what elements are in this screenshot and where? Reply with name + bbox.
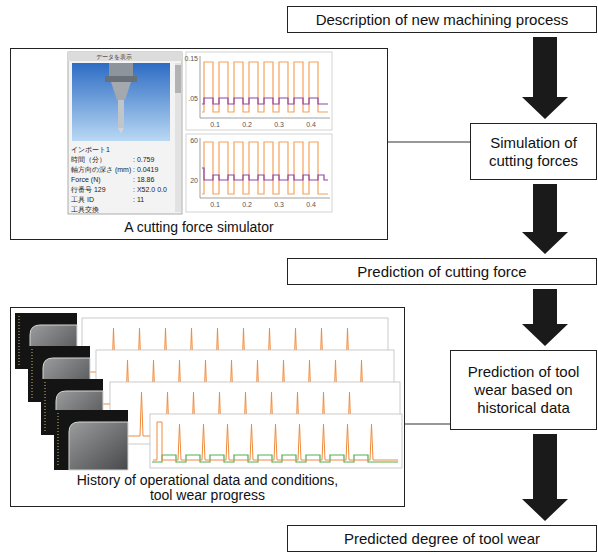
history-panel: History of operational data and conditio… [10,307,405,507]
screen-text: : 11 [133,195,144,204]
process-box: Description of new machining process [287,6,597,33]
axis-tick: 0.1 [210,120,220,129]
chart-frame [186,52,332,130]
tool-edge [69,422,128,470]
axis-tick: 0.2 [242,200,252,209]
flow-arrow [522,184,568,254]
tool-flange [105,76,137,82]
condition-trace [152,455,398,462]
axis-tick: 0.15 [184,54,198,63]
force-trace [202,62,328,112]
wear-photo [54,410,128,470]
screen-text: データを表示 [96,53,132,61]
process-box: Predicted degree of tool wear [287,525,597,552]
screen-text: : 0.759 [133,155,154,164]
chart-frame [186,134,332,212]
box-text: Prediction of cutting force [357,263,526,281]
process-box: Prediction of tool wear based on histori… [450,350,597,430]
panel-caption: History of operational data and conditio… [70,473,345,503]
screen-text: : X52.0 0.0 [133,185,167,194]
history-chart [150,414,402,468]
force-trace [202,142,328,194]
scrollbar [175,63,181,212]
screen-text: : 0.0419 [133,165,158,174]
box-text: Prediction of tool wear based on histori… [458,363,589,417]
connector-line [405,423,450,424]
axis-tick: 0.4 [306,200,316,209]
scroll-thumb [175,65,181,93]
edge-marker [45,382,46,432]
edge-marker [58,413,59,467]
screen-text: インポート1 [71,145,110,154]
load-spikes [153,422,398,460]
depth-trace [202,168,328,180]
screen-text: : 18.86 [133,175,154,184]
edge-marker [32,349,33,399]
axis-tick: 0.3 [274,120,284,129]
process-box: Prediction of cutting force [287,258,597,285]
axis-tick: 0.4 [306,120,316,129]
screen-text: Force (N) [71,175,101,184]
depth-trace [202,98,328,104]
axis-tick: 0.3 [274,200,284,209]
screen-text: 工具 ID [71,195,94,204]
axis-tick: 0.1 [210,200,220,209]
chart-axis [200,138,330,198]
simulator-panel: A cutting force simulator [10,48,388,240]
screen-text: 軸方向の深さ (mm) [71,165,131,174]
axis-tick: 20 [190,176,198,185]
tool-taper [111,82,131,100]
flow-arrow [522,289,568,346]
axis-tick: 0.2 [242,120,252,129]
connector-line [388,141,470,142]
box-text: Simulation of cutting forces [478,134,589,170]
screen-text: 行番号 129 [71,185,106,194]
screen-text: 時間（分） [71,155,106,164]
pane-header [68,52,182,61]
chart-axis [200,56,330,118]
screen-text: 工具交換 [71,205,99,214]
process-box: Simulation of cutting forces [470,123,597,180]
box-text: Description of new machining process [316,11,569,29]
axis-tick: .05 [188,94,198,103]
tool-shank [118,100,124,128]
box-text: Predicted degree of tool wear [344,530,540,548]
info-pane [68,52,182,214]
flow-arrow [522,434,568,521]
flow-arrow [522,37,568,119]
tool-view [72,63,170,141]
edge-marker [19,316,20,366]
tool-holder [109,63,133,76]
axis-tick: 60 [190,136,198,145]
panel-caption: A cutting force simulator [19,219,379,235]
tool-tip [118,128,124,134]
